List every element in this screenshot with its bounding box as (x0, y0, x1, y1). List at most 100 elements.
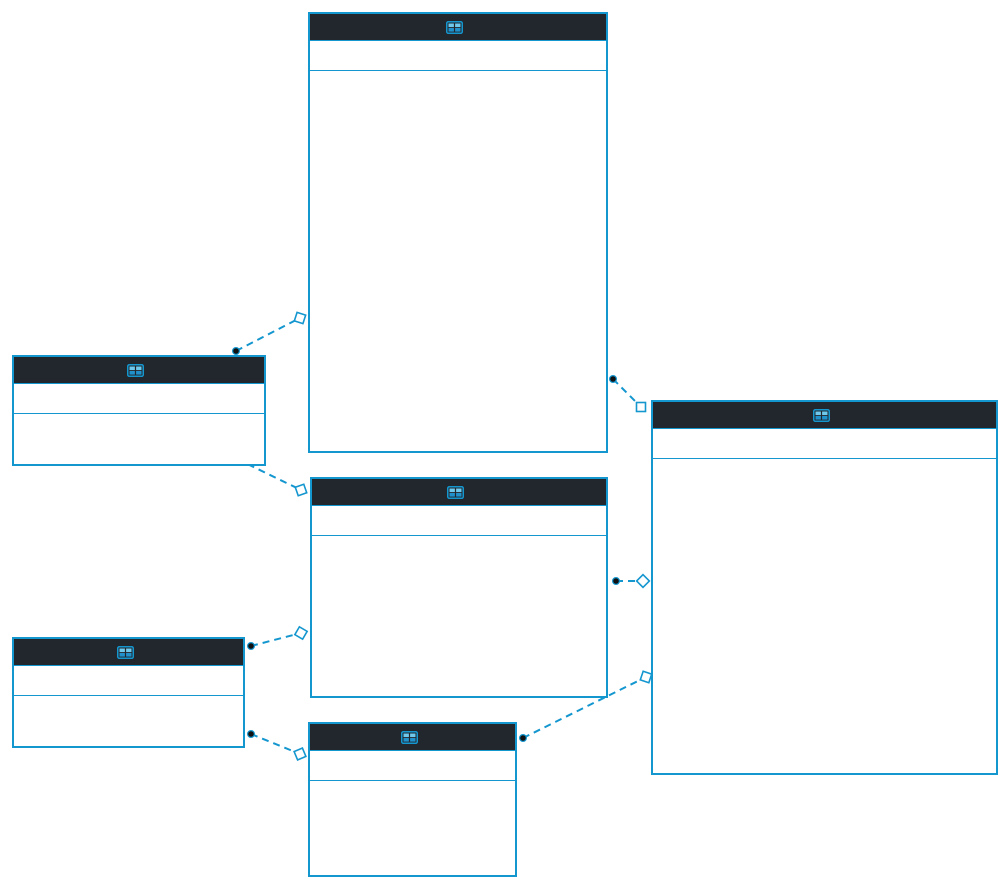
pk-row[interactable] (310, 753, 515, 778)
column-row[interactable] (653, 748, 996, 770)
pk-section (14, 384, 264, 414)
table-editor_doc_media[interactable] (12, 355, 266, 466)
column-row[interactable] (312, 671, 606, 693)
column-row[interactable] (310, 360, 606, 382)
column-row[interactable] (653, 462, 996, 484)
column-row[interactable] (653, 506, 996, 528)
column-row[interactable] (310, 382, 606, 404)
relationship-dot-end (247, 641, 256, 650)
column-row[interactable] (310, 426, 606, 448)
table-icon (446, 20, 463, 34)
column-row[interactable] (310, 118, 606, 140)
pk-section (14, 666, 243, 696)
relationship-line[interactable] (250, 632, 302, 647)
column-row[interactable] (310, 338, 606, 360)
column-row[interactable] (310, 272, 606, 294)
column-row[interactable] (312, 605, 606, 627)
column-row[interactable] (653, 660, 996, 682)
column-row[interactable] (653, 528, 996, 550)
column-row[interactable] (310, 96, 606, 118)
columns-section (310, 781, 515, 875)
column-row[interactable] (14, 439, 264, 461)
column-row[interactable] (310, 206, 606, 228)
column-row[interactable] (14, 721, 243, 743)
column-row[interactable] (14, 699, 243, 721)
relationship-diamond-end (294, 483, 308, 497)
pk-section (310, 751, 515, 781)
relationship-diamond-end (293, 625, 309, 641)
column-row[interactable] (653, 572, 996, 594)
column-row[interactable] (653, 550, 996, 572)
relationship-editor_doc_media-media[interactable] (232, 311, 307, 356)
column-row[interactable] (653, 484, 996, 506)
pk-row[interactable] (14, 668, 243, 693)
table-header-media[interactable] (310, 14, 606, 41)
columns-section (653, 459, 996, 773)
relationship-diamond-end (293, 747, 307, 761)
pk-section (653, 429, 996, 459)
table-editor_doc[interactable] (310, 477, 608, 698)
table-icon (116, 645, 134, 659)
column-row[interactable] (310, 404, 606, 426)
column-row[interactable] (653, 594, 996, 616)
relationship-line[interactable] (612, 378, 642, 408)
column-row[interactable] (310, 184, 606, 206)
relationship-diamond-end (639, 670, 653, 684)
table-header-account[interactable] (653, 402, 996, 429)
relationship-media-account[interactable] (608, 375, 647, 413)
columns-section (312, 536, 606, 696)
column-row[interactable] (310, 316, 606, 338)
table-header-editor_doc[interactable] (312, 479, 606, 506)
relationship-dot-end (232, 347, 241, 356)
column-row[interactable] (312, 627, 606, 649)
relationship-editor_doc_tag-tag[interactable] (247, 729, 307, 761)
column-row[interactable] (653, 682, 996, 704)
relationship-dot-end (611, 576, 620, 585)
table-icon (447, 485, 464, 499)
column-row[interactable] (653, 616, 996, 638)
column-row[interactable] (653, 638, 996, 660)
relationship-line[interactable] (522, 676, 647, 739)
column-row[interactable] (310, 140, 606, 162)
pk-row[interactable] (14, 386, 264, 411)
column-row[interactable] (310, 806, 515, 828)
column-row[interactable] (312, 583, 606, 605)
relationship-dot-end (247, 729, 256, 738)
pk-section (312, 506, 606, 536)
table-editor_doc_tag[interactable] (12, 637, 245, 748)
relationship-line[interactable] (235, 317, 301, 352)
pk-row[interactable] (653, 431, 996, 456)
column-row[interactable] (312, 561, 606, 583)
relationship-editor_doc_tag-editor_doc[interactable] (247, 625, 309, 650)
relationship-editor_doc-account[interactable] (611, 573, 651, 589)
table-header-tag[interactable] (310, 724, 515, 751)
relationship-dot-end (518, 733, 527, 742)
table-header-editor_doc_tag[interactable] (14, 639, 243, 666)
pk-row[interactable] (312, 508, 606, 533)
table-tag[interactable] (308, 722, 517, 877)
table-header-editor_doc_media[interactable] (14, 357, 264, 384)
columns-section (310, 71, 606, 451)
columns-section (14, 696, 243, 746)
column-row[interactable] (653, 704, 996, 726)
column-row[interactable] (14, 417, 264, 439)
table-icon (812, 408, 830, 422)
column-row[interactable] (310, 162, 606, 184)
column-row[interactable] (310, 294, 606, 316)
column-row[interactable] (310, 784, 515, 806)
table-account[interactable] (651, 400, 998, 775)
column-row[interactable] (310, 228, 606, 250)
column-row[interactable] (653, 726, 996, 748)
pk-row[interactable] (310, 43, 606, 68)
column-row[interactable] (310, 74, 606, 96)
table-media[interactable] (308, 12, 608, 453)
column-row[interactable] (312, 539, 606, 561)
relationship-line[interactable] (250, 733, 301, 755)
column-row[interactable] (310, 828, 515, 850)
column-row[interactable] (310, 250, 606, 272)
relationship-tag-account[interactable] (518, 670, 653, 742)
column-row[interactable] (310, 850, 515, 872)
table-icon (127, 363, 144, 377)
column-row[interactable] (312, 649, 606, 671)
